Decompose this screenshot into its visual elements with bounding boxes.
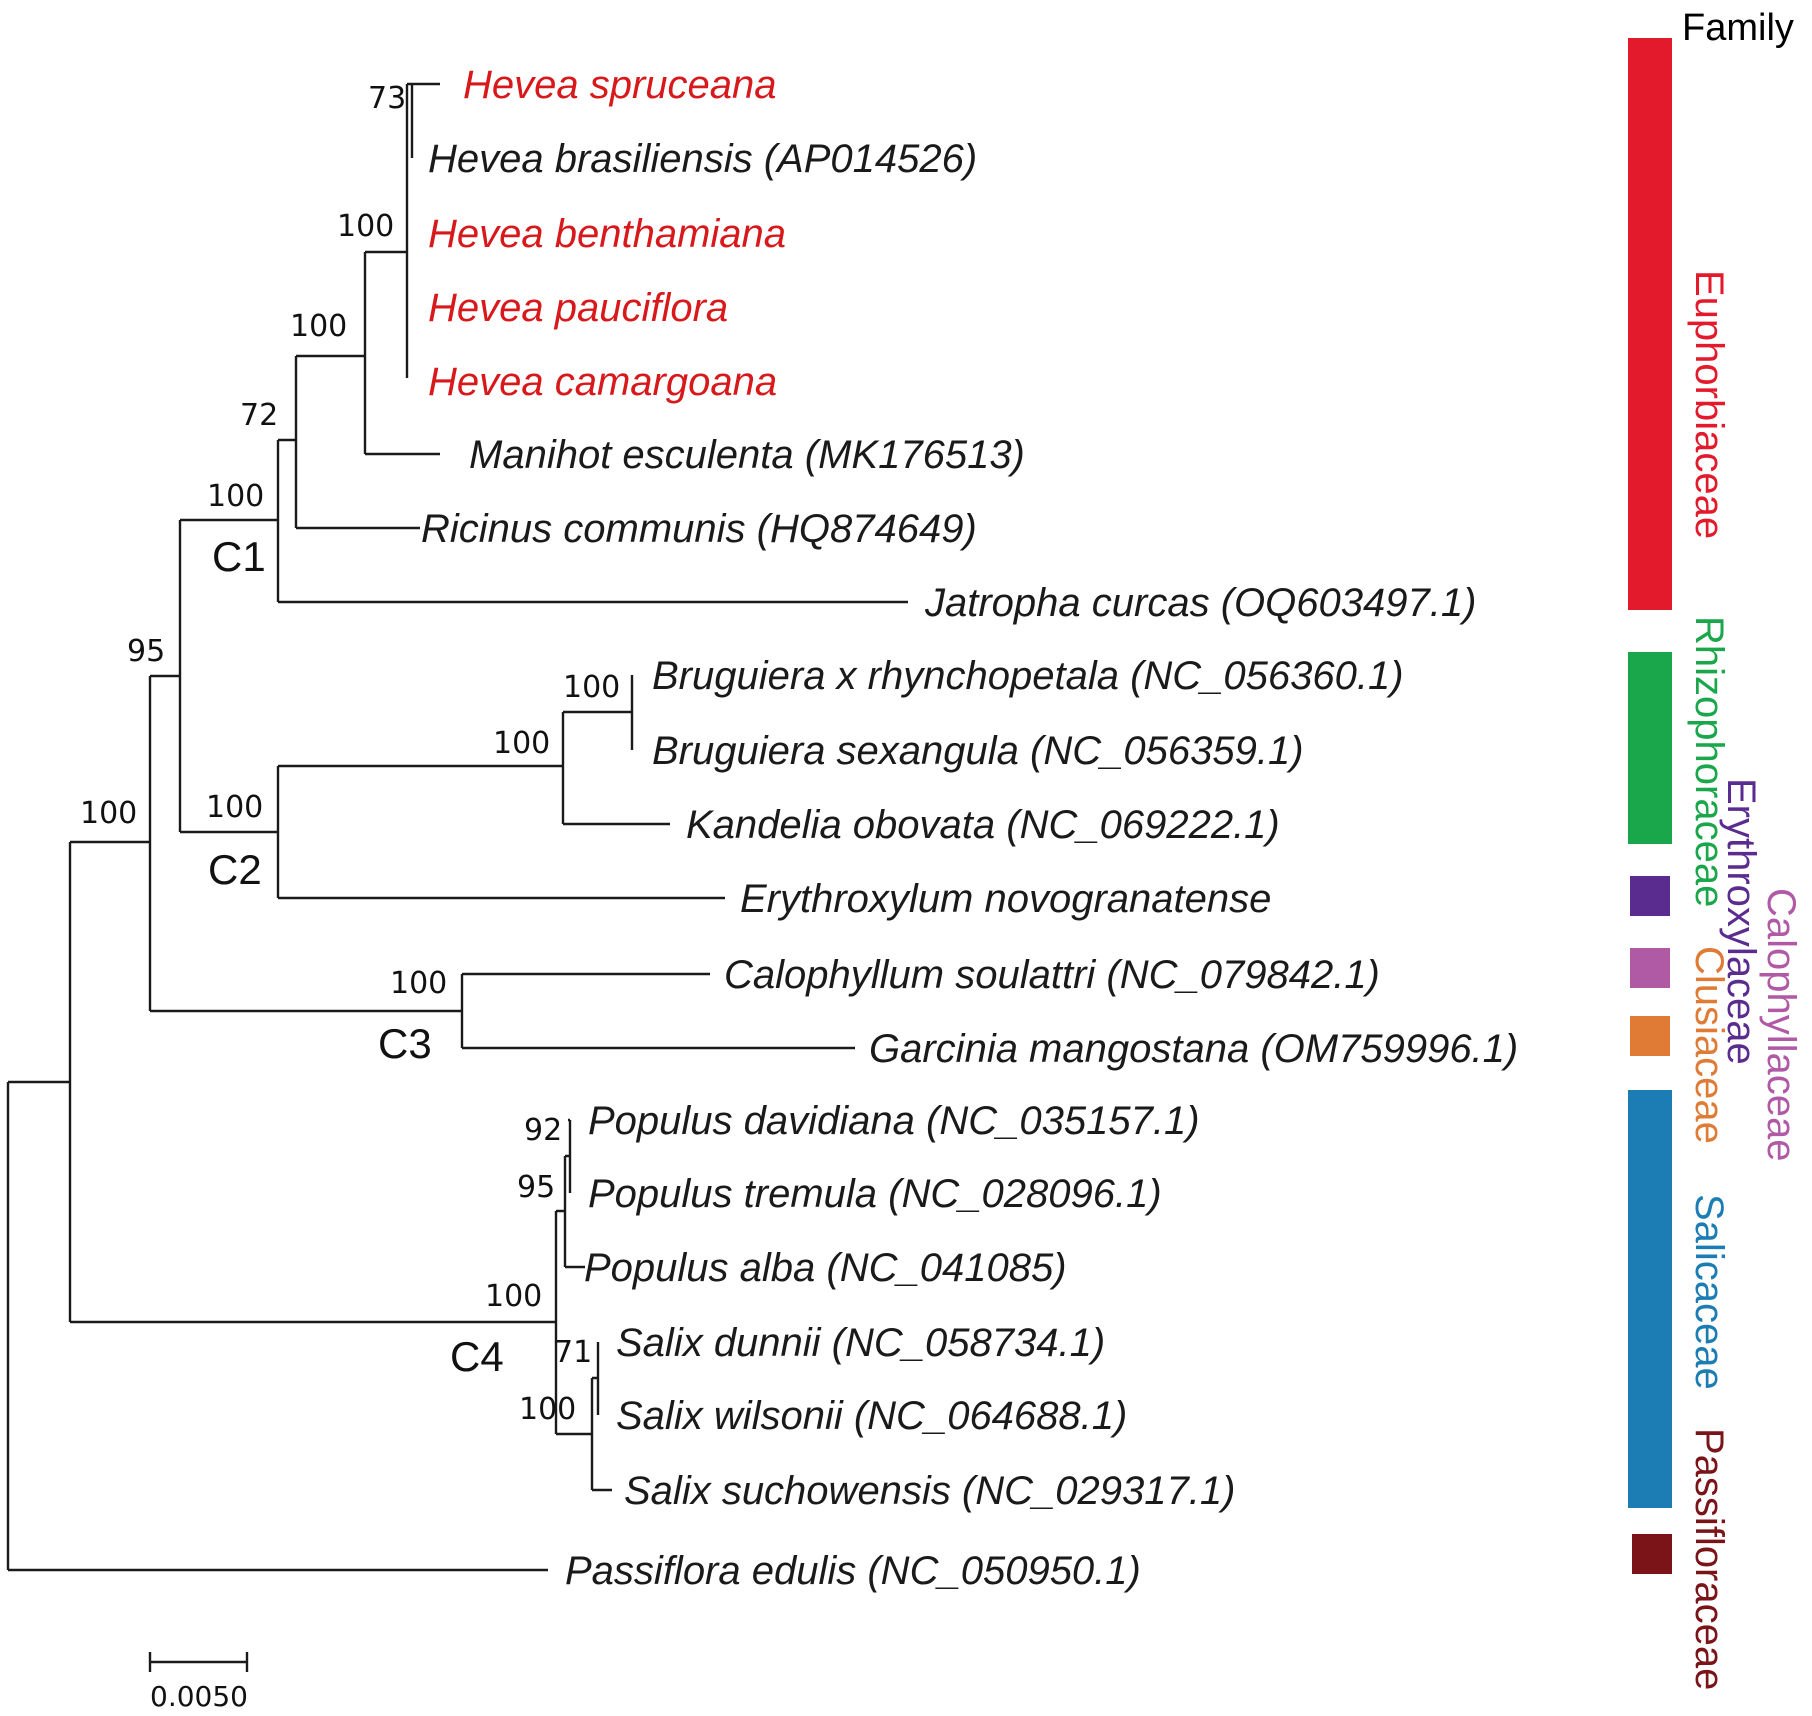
clade-label-c3: C3 bbox=[378, 1020, 432, 1067]
family-label-salicaceae: Salicaceae bbox=[1687, 1194, 1731, 1390]
taxon-label: Garcinia mangostana (OM759996.1) bbox=[869, 1027, 1518, 1071]
branch-c1c2c3-node bbox=[148, 674, 462, 1013]
taxon-label: Hevea camargoana bbox=[428, 360, 777, 404]
taxon-label: Salix suchowensis (NC_029317.1) bbox=[624, 1469, 1235, 1513]
taxon-label: Hevea benthamiana bbox=[428, 212, 786, 256]
taxon-label: Populus davidiana (NC_035157.1) bbox=[588, 1099, 1200, 1143]
branch-c2-node bbox=[276, 764, 725, 900]
family-bar-clusiaceae bbox=[1630, 1016, 1670, 1056]
taxon-label: Hevea pauciflora bbox=[428, 286, 728, 330]
family-bar-calophyllaceae bbox=[1630, 948, 1670, 988]
taxon-label: Populus tremula (NC_028096.1) bbox=[588, 1172, 1162, 1216]
clade-label-c4: C4 bbox=[450, 1333, 504, 1380]
support-value: 100 bbox=[290, 309, 347, 344]
taxon-label: Salix dunnii (NC_058734.1) bbox=[616, 1321, 1105, 1365]
taxon-label: Populus alba (NC_041085) bbox=[584, 1246, 1067, 1290]
family-bar-passifloraceae bbox=[1632, 1534, 1672, 1574]
support-value: 100 bbox=[493, 726, 550, 761]
tree-branches bbox=[6, 82, 908, 1572]
clade-label-c2: C2 bbox=[208, 846, 262, 893]
support-value: 100 bbox=[390, 966, 447, 1001]
branch-ingroup-node bbox=[68, 840, 556, 1324]
support-value: 100 bbox=[337, 209, 394, 244]
support-value: 95 bbox=[517, 1170, 555, 1205]
family-label-passifloraceae: Passifloraceae bbox=[1687, 1428, 1731, 1690]
taxon-label: Passiflora edulis (NC_050950.1) bbox=[565, 1549, 1141, 1593]
support-value: 100 bbox=[80, 796, 137, 831]
taxon-label: Kandelia obovata (NC_069222.1) bbox=[686, 803, 1280, 847]
branch-root bbox=[6, 1080, 548, 1572]
branch-manihot-hevea-node bbox=[363, 250, 440, 456]
support-value: 100 bbox=[563, 670, 620, 705]
taxon-labels: Hevea spruceana Hevea brasiliensis (AP01… bbox=[421, 63, 1518, 1593]
taxon-label: Calophyllum soulattri (NC_079842.1) bbox=[724, 953, 1380, 997]
branch-ricinus-node bbox=[294, 354, 420, 530]
taxon-label: Bruguiera sexangula (NC_056359.1) bbox=[652, 729, 1304, 773]
support-value: 100 bbox=[485, 1279, 542, 1314]
family-bar-rhizophoraceae bbox=[1628, 652, 1672, 844]
scale-bar-line bbox=[148, 1652, 249, 1672]
support-values: 73 100 100 72 100 95 100 100 100 100 100… bbox=[80, 81, 620, 1427]
support-value: 100 bbox=[206, 790, 263, 825]
support-value: 92 bbox=[524, 1113, 562, 1148]
family-bar-erythroxylaceae bbox=[1630, 876, 1670, 916]
taxon-label: Manihot esculenta (MK176513) bbox=[469, 433, 1025, 477]
family-label-rhizophoraceae: Rhizophoraceae bbox=[1687, 616, 1731, 907]
support-value: 72 bbox=[240, 398, 278, 433]
family-bar-euphorbiaceae bbox=[1628, 38, 1672, 610]
taxon-label: Hevea spruceana bbox=[463, 63, 777, 107]
clade-label-c1: C1 bbox=[212, 533, 266, 580]
support-value: 71 bbox=[554, 1335, 592, 1370]
support-value: 73 bbox=[368, 81, 406, 116]
branch-salix-node bbox=[590, 1376, 612, 1492]
family-label-euphorbiaceae: Euphorbiaceae bbox=[1687, 270, 1731, 539]
family-label-clusiaceae: Clusiaceae bbox=[1687, 946, 1731, 1144]
support-value: 100 bbox=[519, 1392, 576, 1427]
scale-bar-label: 0.0050 bbox=[150, 1680, 248, 1713]
branch-kandelia-node bbox=[561, 710, 670, 826]
taxon-label: Hevea brasiliensis (AP014526) bbox=[428, 137, 977, 181]
scale-bar: 0.0050 bbox=[148, 1652, 249, 1713]
legend-header: Family bbox=[1682, 7, 1794, 49]
support-value: 95 bbox=[127, 634, 165, 669]
taxon-label: Salix wilsonii (NC_064688.1) bbox=[616, 1394, 1127, 1438]
branch-populus-node bbox=[563, 1154, 585, 1269]
taxon-label: Bruguiera x rhynchopetala (NC_056360.1) bbox=[652, 654, 1404, 698]
clade-labels: C1 C2 C3 C4 bbox=[208, 533, 504, 1380]
family-bar-salicaceae bbox=[1628, 1090, 1672, 1508]
support-value: 100 bbox=[207, 479, 264, 514]
taxon-label: Erythroxylum novogranatense bbox=[740, 877, 1271, 921]
family-label-calophyllaceae: Calophyllaceae bbox=[1759, 888, 1803, 1162]
taxon-label: Jatropha curcas (OQ603497.1) bbox=[924, 581, 1476, 625]
family-legend: Family Euphorbiaceae Rhizophoraceae Eryt… bbox=[1628, 7, 1803, 1690]
taxon-label: Ricinus communis (HQ874649) bbox=[421, 507, 977, 551]
family-label-erythroxylaceae: Erythroxylaceae bbox=[1719, 778, 1763, 1065]
